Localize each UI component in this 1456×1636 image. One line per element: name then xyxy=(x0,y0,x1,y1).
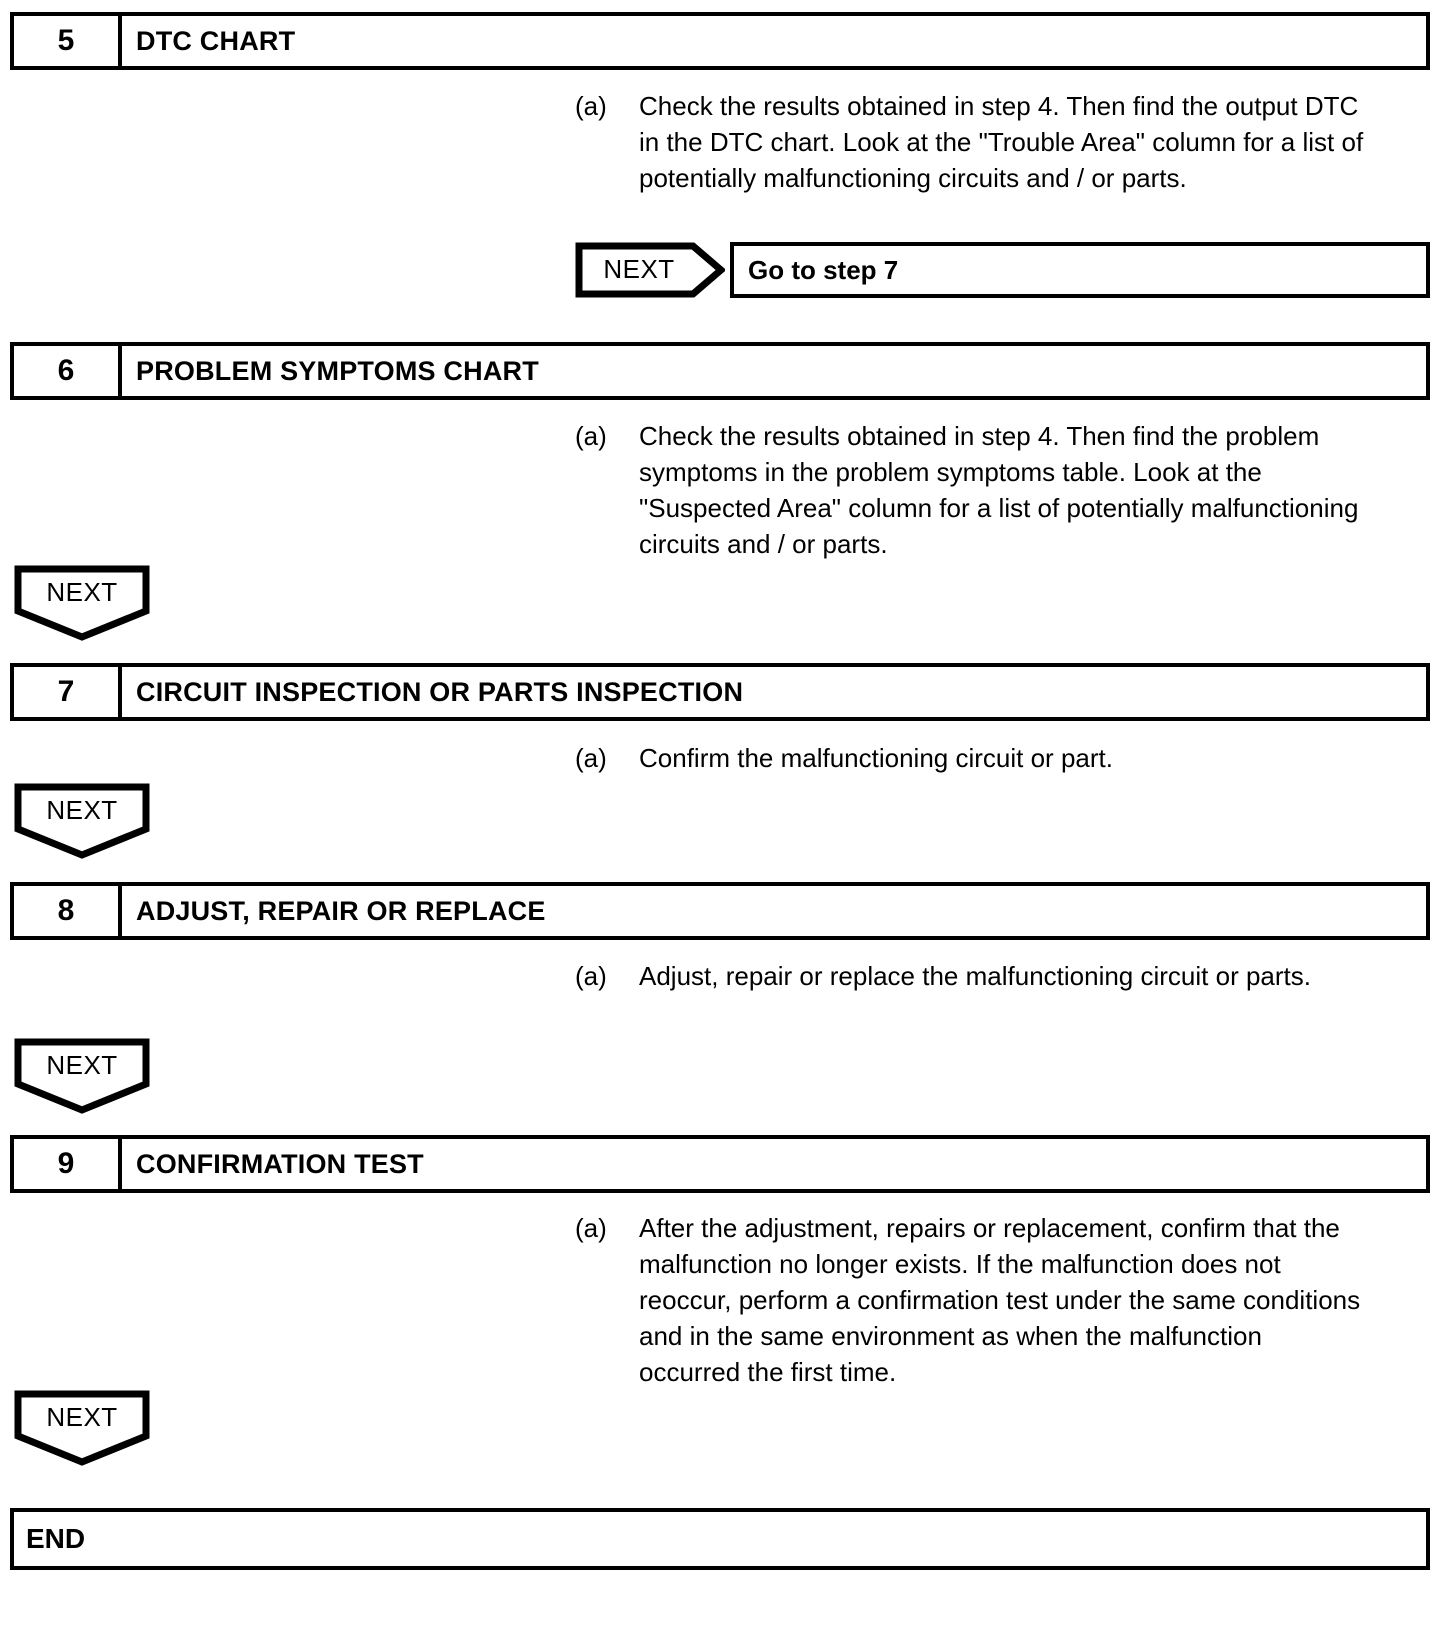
paragraph-marker-9: (a) xyxy=(575,1213,607,1243)
step-header-7: 7 CIRCUIT INSPECTION OR PARTS INSPECTION xyxy=(10,663,1430,721)
next-label-6: NEXT xyxy=(46,577,118,607)
next-label-8: NEXT xyxy=(46,1050,118,1080)
paragraph-text-9: After the adjustment, repairs or replace… xyxy=(639,1213,1361,1387)
step-number-9: 9 xyxy=(14,1139,122,1189)
next-arrow-down-icon-8: NEXT xyxy=(14,1038,150,1114)
end-bar: END xyxy=(10,1508,1430,1570)
connector-5: NEXT Go to step 7 xyxy=(575,242,1430,298)
paragraph-text-6: Check the results obtained in step 4. Th… xyxy=(639,421,1359,559)
step-number-7: 7 xyxy=(14,667,122,717)
step-header-9: 9 CONFIRMATION TEST xyxy=(10,1135,1430,1193)
step-number-6: 6 xyxy=(14,346,122,396)
next-label-7: NEXT xyxy=(46,795,118,825)
paragraph-marker-6: (a) xyxy=(575,421,607,451)
next-arrow-down-icon-9: NEXT xyxy=(14,1390,150,1466)
step-title-7: CIRCUIT INSPECTION OR PARTS INSPECTION xyxy=(136,676,744,707)
step-header-5: 5 DTC CHART xyxy=(10,12,1430,70)
paragraph-marker-8: (a) xyxy=(575,961,607,991)
next-arrow-down-icon-7: NEXT xyxy=(14,783,150,859)
step-body-5: (a) Check the results obtained in step 4… xyxy=(575,88,1375,196)
step-number-8: 8 xyxy=(14,886,122,936)
step-title-5: DTC CHART xyxy=(136,25,296,56)
next-label-5: NEXT xyxy=(603,254,675,284)
step-header-8: 8 ADJUST, REPAIR OR REPLACE xyxy=(10,882,1430,940)
paragraph-marker-7: (a) xyxy=(575,743,607,773)
paragraph-text-7: Confirm the malfunctioning circuit or pa… xyxy=(639,743,1113,773)
step-title-8: ADJUST, REPAIR OR REPLACE xyxy=(136,895,546,926)
step-body-7: (a) Confirm the malfunctioning circuit o… xyxy=(575,740,1375,776)
next-arrow-right-icon-5: NEXT xyxy=(575,242,725,298)
step-header-6: 6 PROBLEM SYMPTOMS CHART xyxy=(10,342,1430,400)
step-body-6: (a) Check the results obtained in step 4… xyxy=(575,418,1387,562)
step-number-5: 5 xyxy=(14,16,122,66)
step-title-9: CONFIRMATION TEST xyxy=(136,1148,424,1179)
step-body-9: (a) After the adjustment, repairs or rep… xyxy=(575,1210,1365,1390)
step-title-6: PROBLEM SYMPTOMS CHART xyxy=(136,355,539,386)
paragraph-marker-5: (a) xyxy=(575,91,607,121)
paragraph-text-5: Check the results obtained in step 4. Th… xyxy=(639,91,1364,193)
paragraph-text-8: Adjust, repair or replace the malfunctio… xyxy=(639,961,1311,991)
goto-box-5: Go to step 7 xyxy=(730,242,1430,298)
next-label-9: NEXT xyxy=(46,1402,118,1432)
step-body-8: (a) Adjust, repair or replace the malfun… xyxy=(575,958,1355,994)
next-arrow-down-icon-6: NEXT xyxy=(14,565,150,641)
